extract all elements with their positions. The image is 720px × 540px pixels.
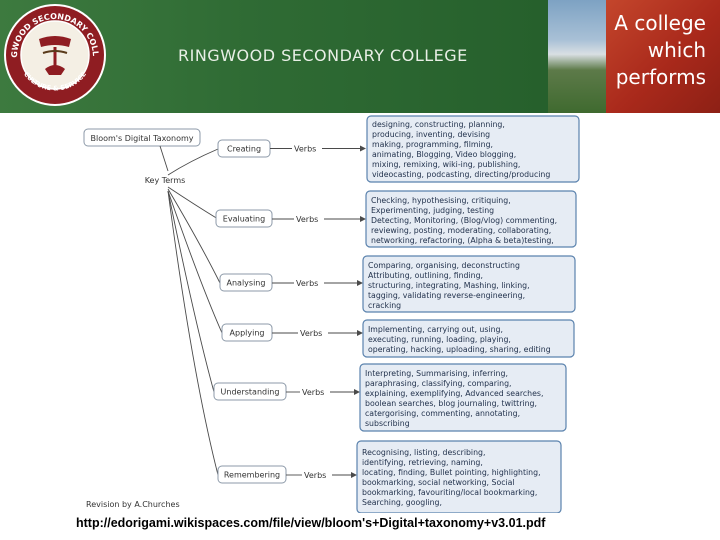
arrow-icon bbox=[357, 330, 363, 336]
verbs-text-line: videocasting, podcasting, directing/prod… bbox=[372, 170, 550, 179]
level-node-evaluating bbox=[215, 209, 273, 228]
slogan-line: which bbox=[647, 38, 706, 62]
root-node-label: Bloom's Digital Taxonomy bbox=[90, 134, 193, 143]
verbs-text-line: Recognising, listing, describing, bbox=[362, 448, 485, 457]
taxonomy-diagram: Bloom's Digital Taxonomy Key Terms Creat… bbox=[83, 115, 580, 513]
verbs-text-line: making, programming, filming, bbox=[372, 140, 493, 149]
verbs-label: Verbs bbox=[302, 388, 324, 397]
slogan-line: A college bbox=[614, 11, 706, 35]
verbs-text-line: Attributing, outlining, finding, bbox=[368, 271, 483, 280]
verbs-text-line: subscribing bbox=[365, 419, 410, 428]
verbs-text-line: Detecting, Monitoring, (Blog/vlog) comme… bbox=[371, 216, 557, 225]
connector-analysing bbox=[167, 188, 221, 284]
connector-applying bbox=[167, 190, 223, 334]
verbs-text-line: tagging, validating reverse-engineering, bbox=[368, 291, 525, 300]
level-label: Applying bbox=[230, 329, 265, 338]
verbs-label: Verbs bbox=[294, 145, 316, 154]
root-node bbox=[83, 128, 201, 147]
connector-understanding bbox=[167, 190, 215, 393]
level-node-analysing bbox=[219, 273, 273, 292]
slogan-line: performs bbox=[615, 65, 706, 89]
sports-photo bbox=[548, 0, 606, 113]
verbs-text-line: identifying, retrieving, naming, bbox=[362, 458, 483, 467]
verbs-text-line: catergorising, commenting, annotating, bbox=[365, 409, 520, 418]
verbs-text-line: animating, Blogging, Video blogging, bbox=[372, 150, 516, 159]
key-terms-label: Key Terms bbox=[145, 176, 186, 185]
school-name: RINGWOOD SECONDARY COLLEGE bbox=[178, 46, 468, 65]
level-label: Evaluating bbox=[223, 215, 265, 224]
verbs-text-line: structuring, integrating, Mashing, linki… bbox=[368, 281, 530, 290]
level-node-applying bbox=[221, 323, 273, 342]
arrow-icon bbox=[360, 145, 366, 152]
level-label: Creating bbox=[227, 145, 261, 154]
revision-credit: Revision by A.Churches bbox=[86, 500, 180, 509]
verbs-text-line: paraphrasing, classifying, comparing, bbox=[365, 379, 512, 388]
verbs-text-line: Comparing, organising, deconstructing bbox=[368, 261, 520, 270]
verbs-box-remembering bbox=[356, 440, 562, 513]
arrow-icon bbox=[360, 216, 366, 222]
verbs-text-line: explaining, exemplifying, Advanced searc… bbox=[365, 389, 543, 398]
verbs-text-line: Experimenting, judging, testing bbox=[371, 206, 494, 215]
verbs-box-evaluating bbox=[365, 190, 577, 248]
verbs-text-line: boolean searches, blog journaling, twitt… bbox=[365, 399, 537, 408]
verbs-text-line: Checking, hypothesising, critiquing, bbox=[371, 196, 511, 205]
verbs-label: Verbs bbox=[296, 215, 318, 224]
verbs-label: Verbs bbox=[296, 279, 318, 288]
verbs-box-creating bbox=[366, 115, 580, 183]
school-crest-logo: RINGWOOD SECONDARY COLLEGE CULTURE & SER… bbox=[3, 3, 106, 106]
arrow-icon bbox=[357, 280, 363, 286]
level-node-remembering bbox=[217, 465, 287, 484]
verbs-text-line: operating, hacking, uploading, sharing, … bbox=[368, 345, 551, 354]
verbs-text-line: Searching, googling, bbox=[362, 498, 442, 507]
verbs-text-line: mixing, remixing, wiki-ing, publishing, bbox=[372, 160, 520, 169]
verbs-box-analysing bbox=[362, 255, 576, 313]
arrow-icon bbox=[354, 389, 360, 395]
level-node-understanding bbox=[213, 382, 287, 401]
slogan-panel: A college which performs bbox=[606, 0, 720, 113]
level-label: Understanding bbox=[221, 388, 280, 397]
verbs-text-line: producing, inventing, devising bbox=[372, 130, 490, 139]
source-url-text: http://edorigami.wikispaces.com/file/vie… bbox=[76, 516, 546, 530]
verbs-text-line: reviewing, posting, moderating, collabor… bbox=[371, 226, 551, 235]
verbs-box-applying bbox=[362, 319, 575, 358]
level-label: Analysing bbox=[227, 279, 266, 288]
verbs-text-line: bookmarking, social networking, Social bbox=[362, 478, 515, 487]
verbs-text-line: cracking bbox=[368, 301, 401, 310]
arrow-icon bbox=[351, 472, 357, 478]
level-label: Remembering bbox=[224, 471, 280, 480]
verbs-label: Verbs bbox=[304, 471, 326, 480]
connector-creating bbox=[167, 148, 219, 176]
verbs-box-understanding bbox=[359, 363, 567, 432]
verbs-text-line: bookmarking, favouriting/local bookmarki… bbox=[362, 488, 537, 497]
verbs-text-line: executing, running, loading, playing, bbox=[368, 335, 511, 344]
root-connector bbox=[159, 145, 169, 172]
header-banner: RINGWOOD SECONDARY COLLEGE CULTURE & SER… bbox=[0, 0, 720, 113]
connector-evaluating bbox=[167, 186, 219, 220]
connector-remembering bbox=[167, 190, 219, 476]
verbs-text-line: networking, refactoring, (Alpha & beta)t… bbox=[371, 236, 554, 245]
verbs-label: Verbs bbox=[300, 329, 322, 338]
verbs-text-line: locating, finding, Bullet pointing, high… bbox=[362, 468, 541, 477]
slogan: A college which performs bbox=[614, 10, 706, 91]
verbs-text-line: Implementing, carrying out, using, bbox=[368, 325, 503, 334]
verbs-text-line: Interpreting, Summarising, inferring, bbox=[365, 369, 508, 378]
verbs-text-line: designing, constructing, planning, bbox=[372, 120, 505, 129]
